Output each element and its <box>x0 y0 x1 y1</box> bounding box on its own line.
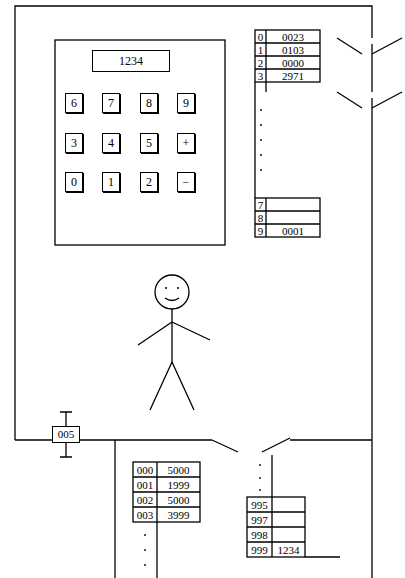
node-text: 9 <box>183 97 189 109</box>
basket-flap <box>371 44 372 60</box>
table-cell: 3 <box>258 70 264 81</box>
mailbox-grid <box>156 522 157 578</box>
basket-flap <box>372 92 402 108</box>
node-text: 3 <box>71 137 77 149</box>
mailbox-grid <box>133 462 200 522</box>
table-cell: 5000 <box>168 494 190 505</box>
node-text: 7 <box>108 97 114 109</box>
room-wall <box>371 60 372 92</box>
table-cell: 8 <box>258 212 264 223</box>
calculator-key: 5 <box>140 133 158 153</box>
register-grid <box>255 82 266 198</box>
table-cell: 1999 <box>168 479 190 490</box>
register-table <box>255 30 320 82</box>
basket-flap <box>337 38 362 54</box>
register-grid <box>255 30 320 82</box>
table-cell: 0000 <box>282 57 304 68</box>
table-cell: 0023 <box>282 31 304 42</box>
table-cell: 7 <box>258 199 264 210</box>
calculator-key: 7 <box>102 93 120 113</box>
calculator-key: 9 <box>177 93 195 113</box>
node-text: 5 <box>146 137 152 149</box>
room-wall <box>371 114 372 578</box>
calculator-key: + <box>177 133 195 153</box>
register-table <box>255 198 320 237</box>
calculator-key: − <box>177 172 195 192</box>
room-wall <box>290 439 372 440</box>
display-box: 1234 <box>92 50 170 72</box>
table-cell: 2 <box>258 57 264 68</box>
table-cell: 001 <box>137 479 154 490</box>
table-cell: 999 <box>251 544 268 555</box>
door-flap <box>262 438 290 452</box>
ellipsis-dots <box>260 109 262 171</box>
mailbox-grid <box>271 455 272 497</box>
calculator-key: 6 <box>65 93 83 113</box>
ellipsis-dots <box>144 534 146 566</box>
table-cell: 995 <box>251 499 268 510</box>
calculator-key: 8 <box>140 93 158 113</box>
calculator-key: 4 <box>102 133 120 153</box>
register-grid <box>255 198 320 237</box>
node-text: − <box>183 176 190 188</box>
room-wall <box>114 440 115 578</box>
table-cell: 000 <box>137 464 154 475</box>
node-text: 4 <box>108 137 114 149</box>
room-wall <box>15 439 212 440</box>
basket-flap <box>337 92 362 108</box>
table-cell: 003 <box>137 509 154 520</box>
calculator-key: 3 <box>65 133 83 153</box>
calculator-key: 2 <box>140 172 158 192</box>
node-text: 005 <box>58 429 75 440</box>
door-flap <box>212 440 238 452</box>
mailbox-table <box>133 462 200 522</box>
mailbox-table <box>247 497 305 557</box>
table-cell: 997 <box>251 514 268 525</box>
node-text: 2 <box>146 176 152 188</box>
table-cell: 0001 <box>282 225 304 236</box>
table-cell: 0 <box>258 31 264 42</box>
node-text: 6 <box>71 97 77 109</box>
table-cell: 5000 <box>168 464 190 475</box>
node-text: 0 <box>71 176 77 188</box>
table-cell: 998 <box>251 529 268 540</box>
table-cell: 2971 <box>282 70 304 81</box>
table-cell: 0103 <box>282 44 304 55</box>
table-cell: 1 <box>258 44 264 55</box>
node-text: 1234 <box>119 55 143 67</box>
table-cell: 3999 <box>168 509 190 520</box>
table-cell: 9 <box>258 225 264 236</box>
mailbox-grid <box>305 556 340 557</box>
table-cell: 002 <box>137 494 154 505</box>
calculator-body <box>55 40 225 245</box>
node-text: + <box>183 137 190 149</box>
mailbox-grid <box>247 497 305 557</box>
table-cell: 1234 <box>278 544 300 555</box>
room-wall <box>15 6 372 440</box>
little-man <box>138 275 210 410</box>
basket-flap <box>371 98 372 114</box>
calculator-key: 0 <box>65 172 83 192</box>
basket-flap <box>372 38 402 54</box>
calculator-key: 1 <box>102 172 120 192</box>
node-text: 8 <box>146 97 152 109</box>
ellipsis-dots <box>259 464 261 491</box>
node-text: 1 <box>108 176 114 188</box>
program-counter: 005 <box>52 426 80 443</box>
